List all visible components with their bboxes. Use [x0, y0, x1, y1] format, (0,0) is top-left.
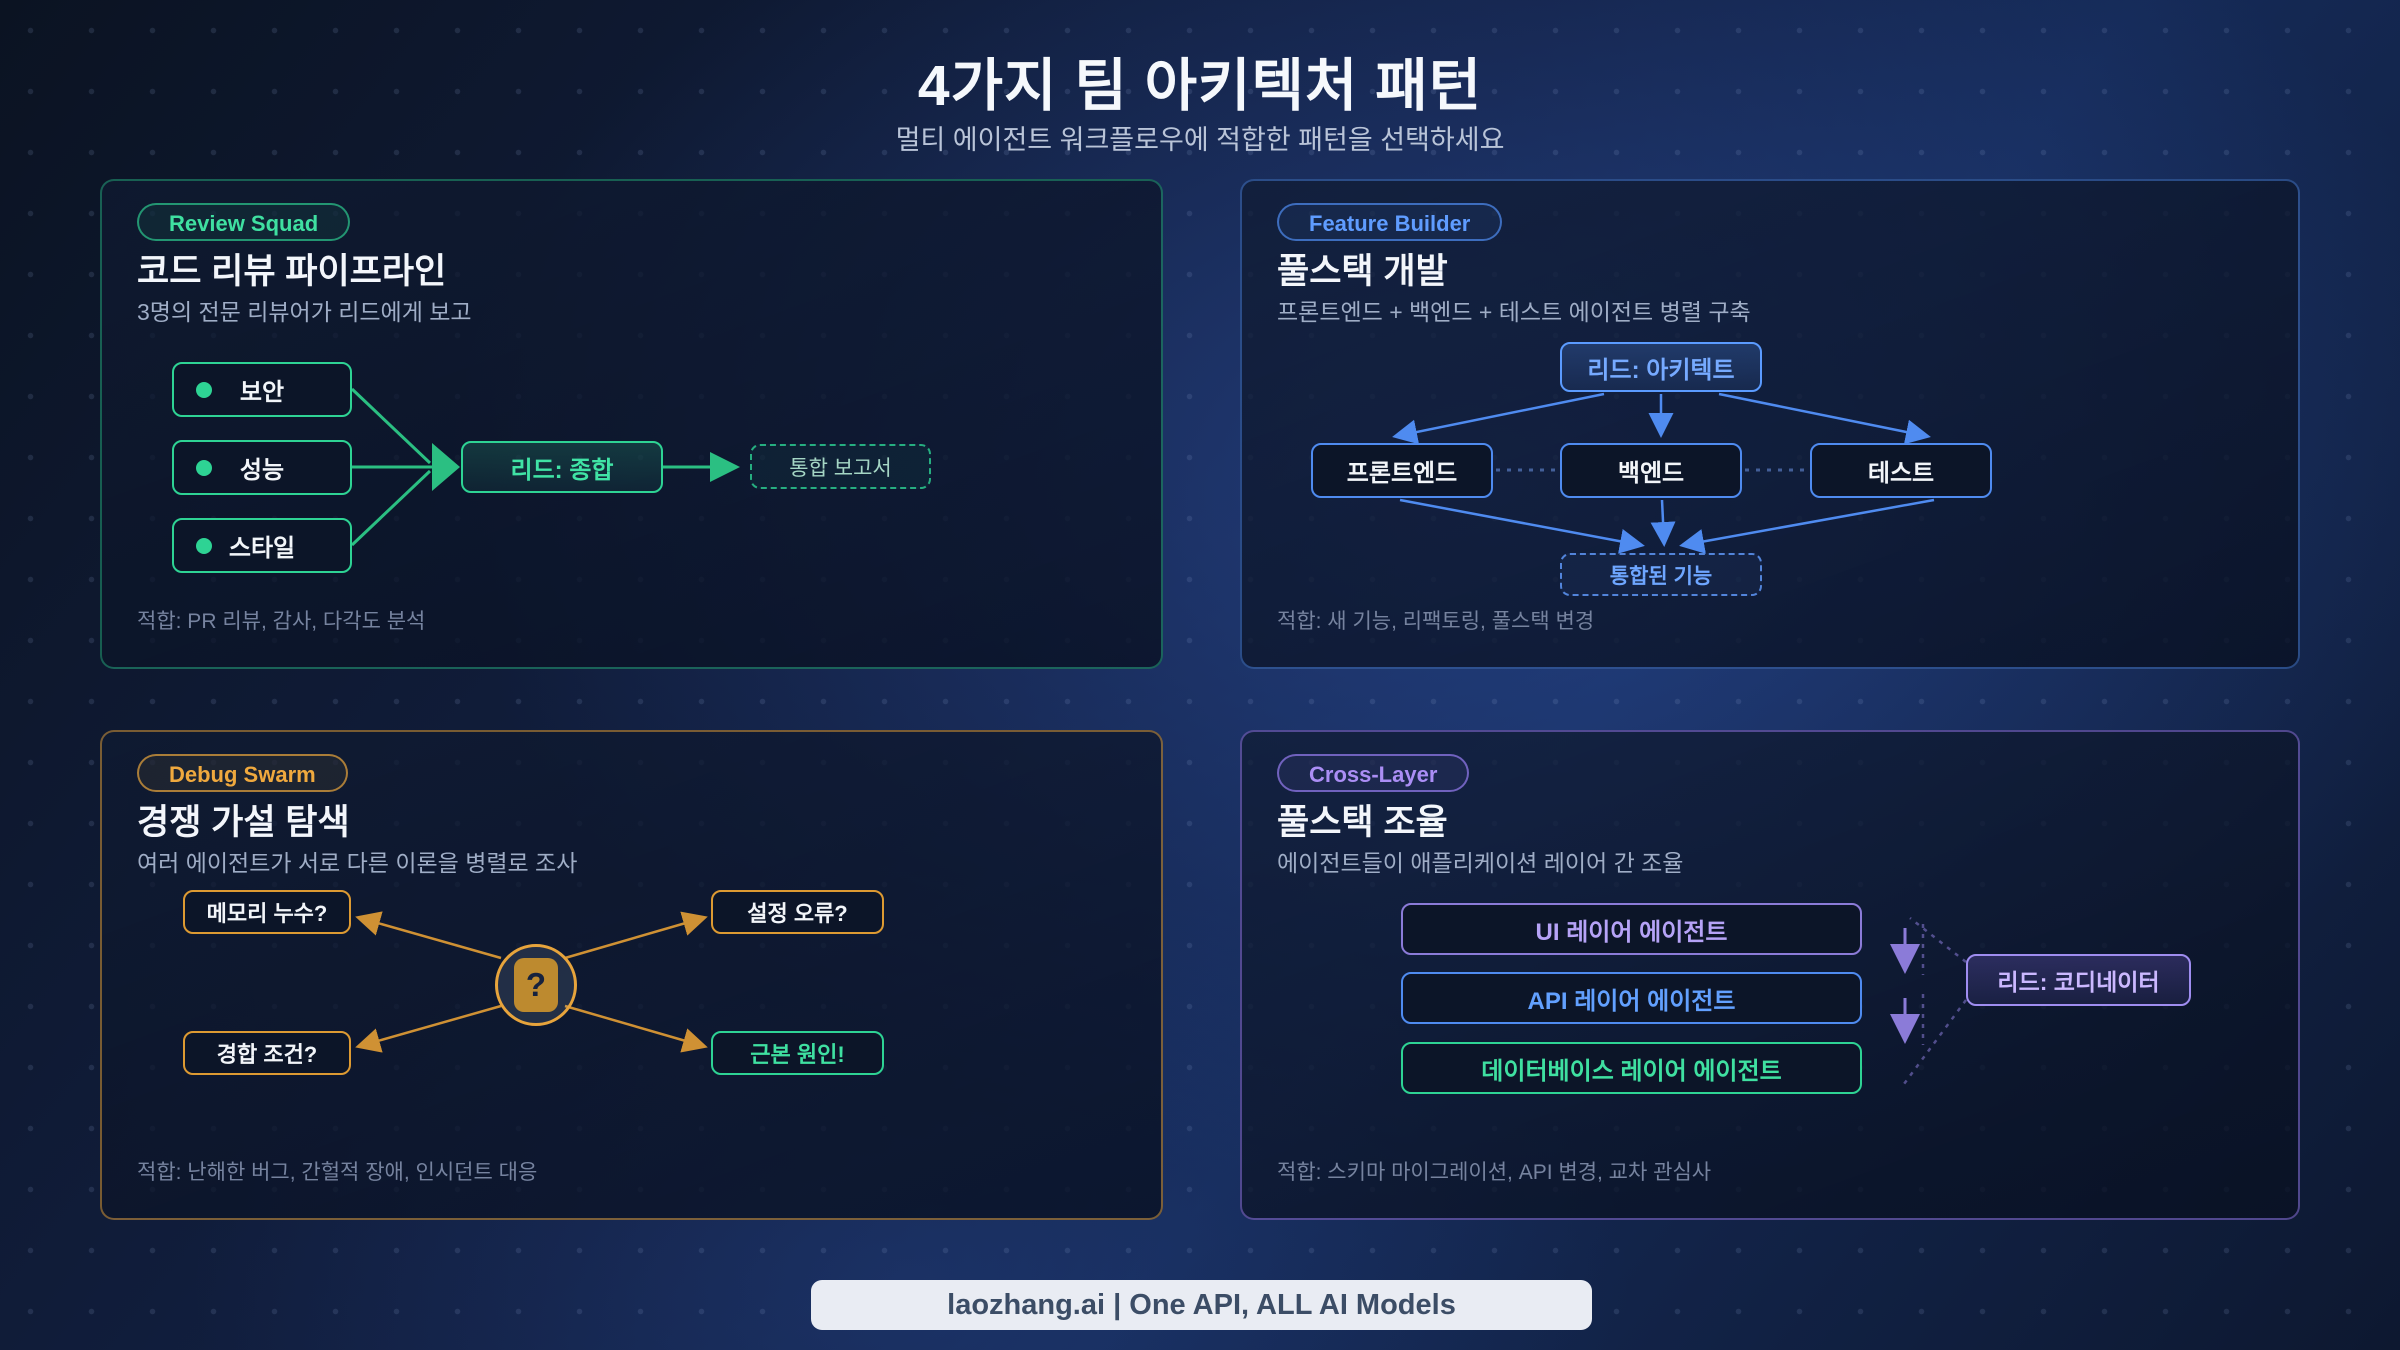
node-root-cause: 근본 원인!: [711, 1031, 884, 1075]
node-label: 스타일: [228, 535, 296, 562]
node-lead-coordinator: 리드: 코디네이터: [1966, 954, 2191, 1006]
badge-feature-builder: Feature Builder: [1277, 203, 1503, 241]
card-title: 풀스택 조율: [1277, 803, 1448, 842]
card-title: 코드 리뷰 파이프라인: [137, 252, 447, 291]
debug-arrows-svg: [355, 911, 708, 1053]
review-arrows-svg: [350, 387, 740, 547]
question-icon: ?: [514, 958, 558, 1012]
debug-diagram: 메모리 누수? 설정 오류? 경합 조건? 근본 원인! ?: [102, 732, 1161, 1218]
page-title: 4가지 팀 아키텍처 패턴: [917, 54, 1483, 118]
brand-footer-badge: laozhang.ai | One API, ALL AI Models: [811, 1280, 1592, 1330]
node-reviewer-style: 스타일: [172, 518, 352, 573]
fit-note: 적합: 난해한 버그, 간헐적 장애, 인시던트 대응: [137, 1161, 538, 1184]
node-tests: 테스트: [1810, 443, 1992, 498]
agent-dot-icon: [196, 459, 212, 476]
badge-cross-layer: Cross-Layer: [1277, 754, 1470, 792]
page-subtitle: 멀티 에이전트 워크플로우에 적합한 패턴을 선택하세요: [895, 125, 1505, 155]
agent-dot-icon: [196, 537, 212, 554]
node-lead-synthesis: 리드: 종합: [461, 441, 663, 493]
crosslayer-diagram: UI 레이어 에이전트 API 레이어 에이전트 데이터베이스 레이어 에이전트…: [1242, 732, 2298, 1218]
feature-arrows-svg: [1392, 392, 1935, 554]
card-cross-layer: Cross-Layer 풀스택 조율 에이전트들이 애플리케이션 레이어 간 조…: [1240, 730, 2300, 1220]
fit-note: 적합: 스키마 마이그레이션, API 변경, 교차 관심사: [1277, 1161, 1712, 1184]
node-frontend: 프론트엔드: [1311, 443, 1493, 498]
badge-debug-swarm: Debug Swarm: [137, 754, 348, 792]
badge-review-squad: Review Squad: [137, 203, 351, 241]
card-feature-builder: Feature Builder 풀스택 개발 프론트엔드 + 백엔드 + 테스트…: [1240, 179, 2300, 669]
node-label: 성능: [239, 457, 285, 484]
node-integrated-feature: 통합된 기능: [1560, 553, 1762, 596]
node-reviewer-security: 보안: [172, 362, 352, 417]
card-subtitle: 에이전트들이 애플리케이션 레이어 간 조율: [1277, 850, 1684, 876]
fit-note: 적합: 새 기능, 리팩토링, 풀스택 변경: [1277, 610, 1595, 633]
node-hypothesis-config: 설정 오류?: [711, 890, 884, 934]
node-ui-layer-agent: UI 레이어 에이전트: [1401, 903, 1862, 955]
card-debug-swarm: Debug Swarm 경쟁 가설 탐색 여러 에이전트가 서로 다른 이론을 …: [100, 730, 1163, 1220]
node-backend: 백엔드: [1560, 443, 1742, 498]
node-lead-architect: 리드: 아키텍트: [1560, 342, 1762, 392]
card-title: 경쟁 가설 탐색: [137, 803, 350, 842]
feature-diagram: 리드: 아키텍트 프론트엔드 백엔드 테스트 통합된 기능: [1242, 181, 2298, 667]
agent-dot-icon: [196, 381, 212, 398]
card-review-squad: Review Squad 코드 리뷰 파이프라인 3명의 전문 리뷰어가 리드에…: [100, 179, 1163, 669]
node-hypothesis-race: 경합 조건?: [183, 1031, 351, 1075]
card-title: 풀스택 개발: [1277, 252, 1448, 291]
node-reviewer-performance: 성능: [172, 440, 352, 495]
node-label: 보안: [239, 379, 285, 406]
card-subtitle: 여러 에이전트가 서로 다른 이론을 병렬로 조사: [137, 850, 578, 876]
node-api-layer-agent: API 레이어 에이전트: [1401, 972, 1862, 1024]
crosslayer-arrows-svg: [1890, 917, 1968, 1085]
node-db-layer-agent: 데이터베이스 레이어 에이전트: [1401, 1042, 1862, 1094]
card-subtitle: 프론트엔드 + 백엔드 + 테스트 에이전트 병렬 구축: [1277, 299, 1751, 325]
fit-note: 적합: PR 리뷰, 감사, 다각도 분석: [137, 610, 426, 633]
review-diagram: 보안 성능 스타일 리드: 종합 통합 보고서: [102, 181, 1161, 667]
card-subtitle: 3명의 전문 리뷰어가 리드에게 보고: [137, 299, 472, 325]
node-combined-report: 통합 보고서: [750, 444, 931, 489]
node-hypothesis-memory: 메모리 누수?: [183, 890, 351, 934]
mystery-hub: ?: [495, 944, 577, 1026]
